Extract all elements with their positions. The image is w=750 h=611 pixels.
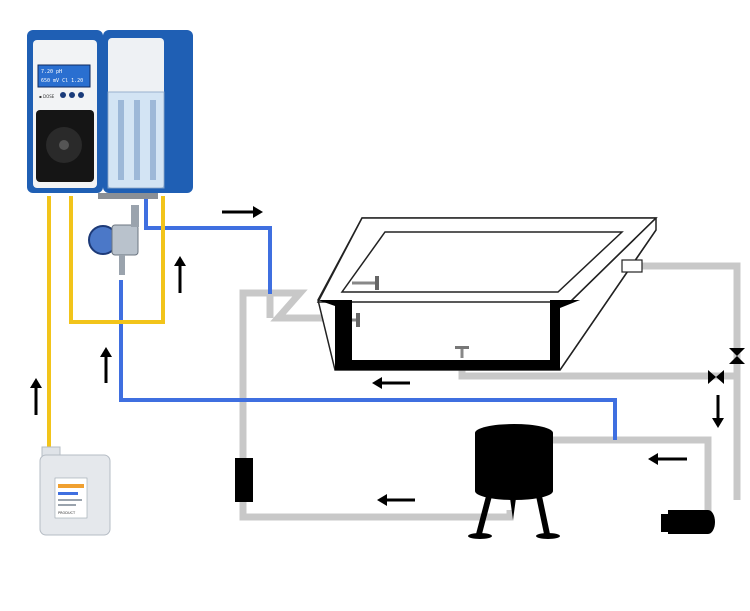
arrow-left-icon <box>648 453 687 465</box>
dosing-controller: 7.20 pH 650 mV Cl 1.20 ▪ DOSE <box>27 30 193 275</box>
controller-display <box>37 64 91 88</box>
controller-button[interactable] <box>60 92 66 98</box>
sample-supply-pipe <box>144 195 272 294</box>
brand-label: ▪ DOSE <box>39 94 55 99</box>
sand-filter <box>468 424 560 539</box>
pool <box>316 217 658 371</box>
sample-lines <box>119 195 617 440</box>
valve-icon <box>729 348 745 364</box>
display-line-1: 7.20 pH <box>41 69 62 75</box>
filter-to-pump-pipe <box>552 436 712 514</box>
canister-label-text: PRODUCT <box>58 511 76 515</box>
valve-icon <box>708 370 724 384</box>
arrow-up-icon <box>30 378 42 415</box>
flow-arrows <box>30 206 724 506</box>
chemical-lines <box>47 196 165 455</box>
circulation-pump <box>661 510 715 534</box>
overflow-line-pipe <box>640 262 741 376</box>
chemical-canister: PRODUCT <box>39 446 111 536</box>
heat-exchanger <box>235 458 253 502</box>
display-line-2: 650 mV Cl 1.20 <box>41 78 83 84</box>
arrow-up-icon <box>100 347 112 383</box>
arrow-down-icon <box>712 395 724 428</box>
controller-button[interactable] <box>78 92 84 98</box>
wall-inlet-1 <box>352 276 379 290</box>
wall-inlet-2 <box>352 313 360 327</box>
chemical-dosing-pipe <box>69 196 165 324</box>
arrow-right-icon <box>222 206 263 218</box>
arrow-left-icon <box>372 377 410 389</box>
arrow-left-icon <box>377 494 415 506</box>
skimmer <box>621 259 643 273</box>
main-drain <box>455 346 469 358</box>
sample-return-pipe <box>119 280 617 440</box>
arrow-up-icon <box>174 256 186 293</box>
controller-button[interactable] <box>69 92 75 98</box>
pool-opening <box>340 231 624 293</box>
return-line-pipe <box>239 289 514 521</box>
